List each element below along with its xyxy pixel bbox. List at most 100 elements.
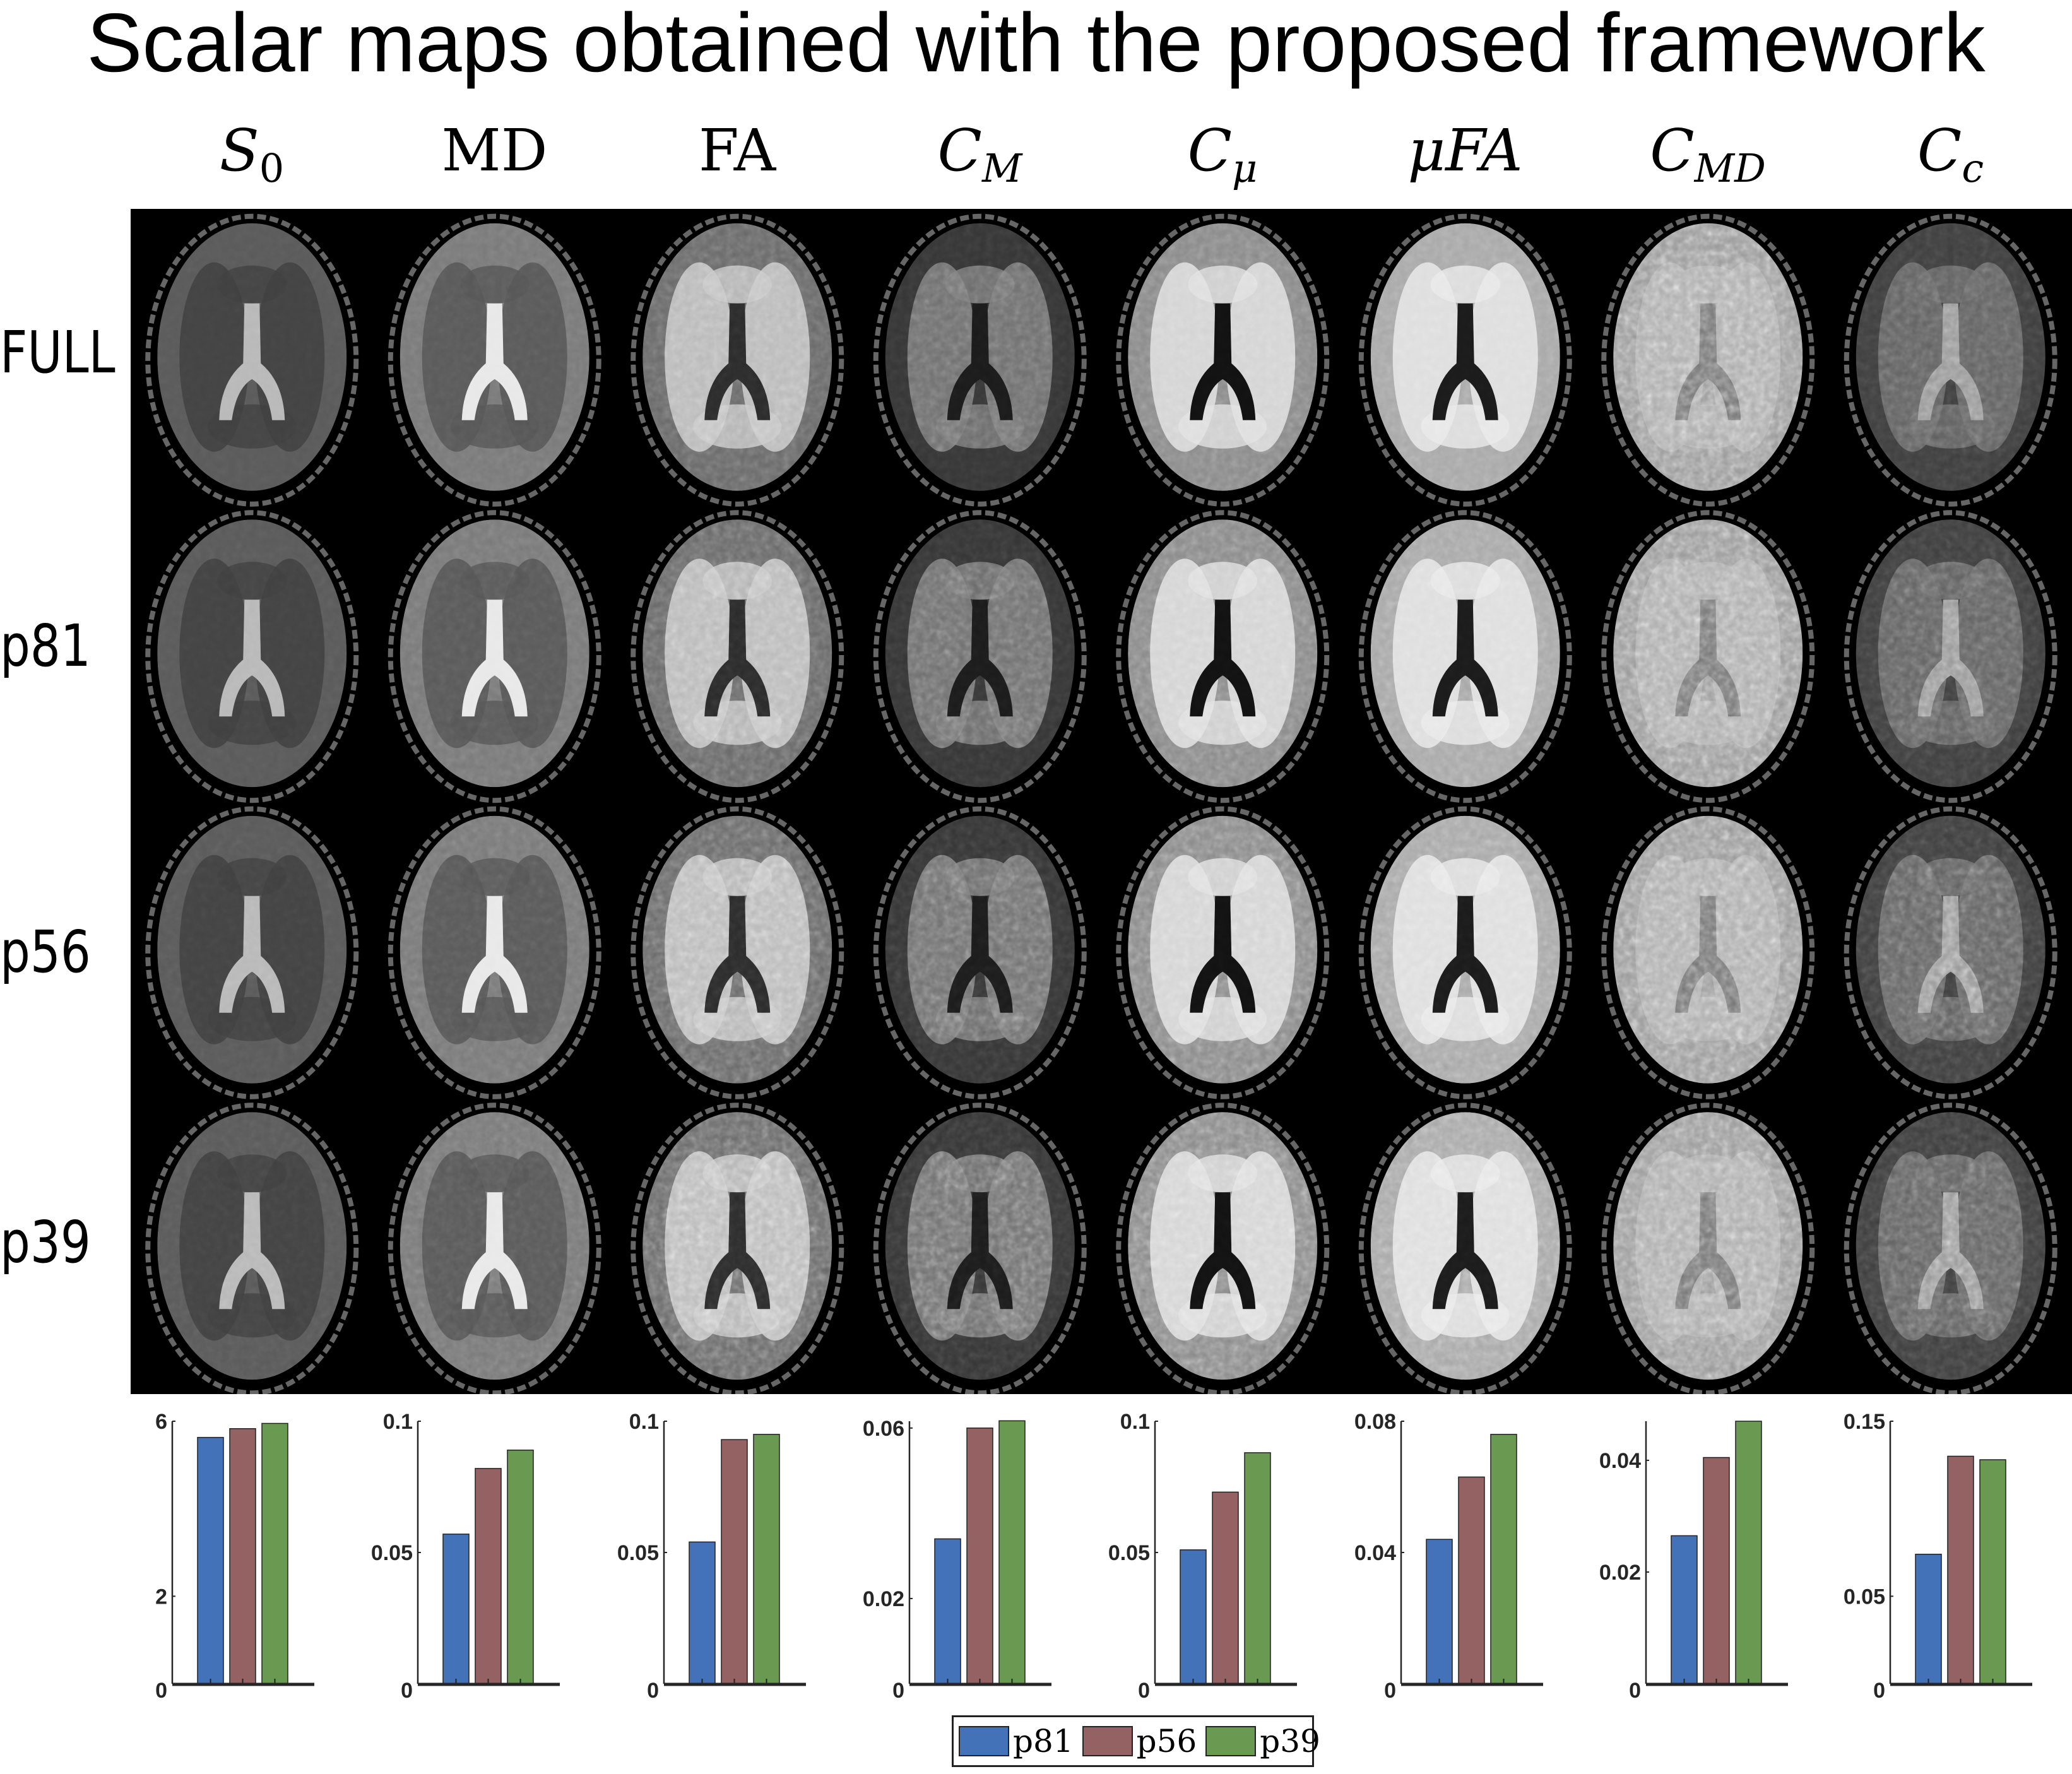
column-header-7: Cc xyxy=(1830,117,2072,191)
bar-p39 xyxy=(998,1420,1026,1684)
brain-map-7-0 xyxy=(1844,213,2057,507)
y-tick-label: 0 xyxy=(1629,1679,1641,1703)
brain-map-4-3 xyxy=(1116,1103,1330,1396)
column-header-1: MD xyxy=(374,117,616,184)
brain-map-0-0 xyxy=(145,213,359,507)
brain-map-7-3 xyxy=(1844,1103,2057,1396)
bar-p81 xyxy=(442,1534,470,1684)
brain-map-0-2 xyxy=(145,806,359,1099)
y-tick-label: 0 xyxy=(1873,1679,1885,1703)
brain-map-6-3 xyxy=(1601,1103,1815,1396)
column-header-5: μFA xyxy=(1344,117,1587,184)
brain-map-4-1 xyxy=(1116,510,1330,803)
bar-chart-S0: 0 2 6 xyxy=(155,1410,314,1703)
chart-legend: p81 p56 p39 xyxy=(952,1715,1320,1767)
bar-p39 xyxy=(261,1422,288,1684)
column-header-3: CM xyxy=(859,117,1101,191)
bar-p56 xyxy=(1703,1457,1730,1684)
y-tick-label: 0.05 xyxy=(617,1541,659,1565)
bar-p56 xyxy=(721,1439,748,1684)
column-header-base: C xyxy=(1917,117,1962,184)
y-tick-label: 0.1 xyxy=(629,1410,659,1434)
bar-chart-muFA: 00.040.08 xyxy=(1354,1410,1543,1703)
bar-p81 xyxy=(689,1541,716,1684)
y-tick-label: 0.15 xyxy=(1844,1410,1885,1434)
brain-map-5-0 xyxy=(1358,213,1572,507)
brain-map-6-0 xyxy=(1601,213,1815,507)
bar-p56 xyxy=(1212,1491,1239,1684)
brain-map-4-0 xyxy=(1116,213,1330,507)
brain-map-2-2 xyxy=(630,806,844,1099)
column-header-0: S0 xyxy=(131,117,373,191)
y-tick-label: 0.05 xyxy=(371,1541,413,1565)
brain-map-1-0 xyxy=(388,213,601,507)
y-tick-label: 0.05 xyxy=(1108,1541,1150,1565)
y-tick-label: 0.02 xyxy=(863,1587,904,1611)
bar-p56 xyxy=(1947,1455,1974,1684)
bar-charts: 0 2 6 0 0.05 0.1 0 0.05 0.1 0 0.02 0.06 0 0.05 0.1 0 0.0… xyxy=(155,1410,2032,1703)
y-tick-label: 0.1 xyxy=(1120,1410,1150,1434)
brain-map-6-2 xyxy=(1601,806,1815,1099)
bar-p39 xyxy=(1979,1459,2006,1684)
legend-label: p39 xyxy=(1260,1723,1320,1759)
column-header-subscript: M xyxy=(981,145,1022,191)
bar-p39 xyxy=(507,1450,534,1684)
column-header-base: μFA xyxy=(1407,117,1523,184)
bar-chart-C_M: 0 0.02 0.06 xyxy=(863,1417,1051,1703)
legend-item-p39: p39 xyxy=(1205,1723,1320,1759)
y-tick-label: 0 xyxy=(892,1679,904,1703)
y-tick-label: 0.1 xyxy=(383,1410,413,1434)
brain-map-7-2 xyxy=(1844,806,2057,1099)
brain-images xyxy=(145,213,2057,1396)
brain-map-1-1 xyxy=(388,510,601,803)
column-header-subscript: 0 xyxy=(259,145,285,191)
y-tick-label: 0 xyxy=(155,1679,167,1703)
brain-map-3-1 xyxy=(873,510,1087,803)
legend-swatch xyxy=(1205,1726,1257,1756)
figure-title: Scalar maps obtained with the proposed f… xyxy=(86,0,1986,89)
row-label-p56: p56 xyxy=(0,918,91,986)
legend-swatch xyxy=(1082,1726,1133,1756)
column-header-subscript: MD xyxy=(1694,145,1766,191)
y-tick-label: 0.05 xyxy=(1844,1585,1885,1609)
y-tick-label: 6 xyxy=(155,1410,167,1434)
bar-p56 xyxy=(475,1468,502,1684)
brain-map-5-2 xyxy=(1358,806,1572,1099)
scalar-map-grid xyxy=(131,209,2072,1396)
column-header-base: MD xyxy=(441,117,548,184)
legend-swatch xyxy=(959,1726,1009,1756)
column-header-2: FA xyxy=(616,117,858,184)
y-tick-label: 0.04 xyxy=(1599,1449,1641,1473)
brain-map-0-1 xyxy=(145,510,359,803)
brain-map-1-2 xyxy=(388,806,601,1099)
row-label-p39: p39 xyxy=(0,1209,91,1276)
column-header-base: S xyxy=(219,117,259,184)
brain-map-1-3 xyxy=(388,1103,601,1396)
brain-map-2-1 xyxy=(630,510,844,803)
bar-p39 xyxy=(1735,1421,1762,1684)
y-tick-label: 0 xyxy=(647,1679,659,1703)
legend-label: p56 xyxy=(1136,1723,1197,1759)
brain-map-5-3 xyxy=(1358,1103,1572,1396)
y-tick-label: 0.04 xyxy=(1354,1541,1396,1565)
bar-p81 xyxy=(934,1538,961,1684)
y-tick-label: 0 xyxy=(1384,1679,1396,1703)
legend-label: p81 xyxy=(1013,1723,1074,1759)
brain-map-2-0 xyxy=(630,213,844,507)
brain-map-3-0 xyxy=(873,213,1087,507)
bar-chart-C_c: 0 0.05 0.15 xyxy=(1844,1410,2032,1703)
brain-map-7-1 xyxy=(1844,510,2057,803)
y-tick-label: 2 xyxy=(155,1585,167,1609)
bar-chart-C_mu: 00.050.1 xyxy=(1108,1410,1297,1703)
bar-p81 xyxy=(1915,1554,1942,1684)
bar-p56 xyxy=(966,1428,993,1684)
bar-p81 xyxy=(1426,1539,1453,1684)
column-header-base: C xyxy=(1187,117,1233,184)
column-header-base: C xyxy=(937,117,982,184)
bar-p81 xyxy=(197,1436,224,1684)
brain-map-5-1 xyxy=(1358,510,1572,803)
bar-chart-MD: 00.050.1 xyxy=(371,1410,560,1703)
brain-map-4-2 xyxy=(1116,806,1330,1099)
y-tick-label: 0.06 xyxy=(863,1417,904,1441)
brain-map-3-2 xyxy=(873,806,1087,1099)
